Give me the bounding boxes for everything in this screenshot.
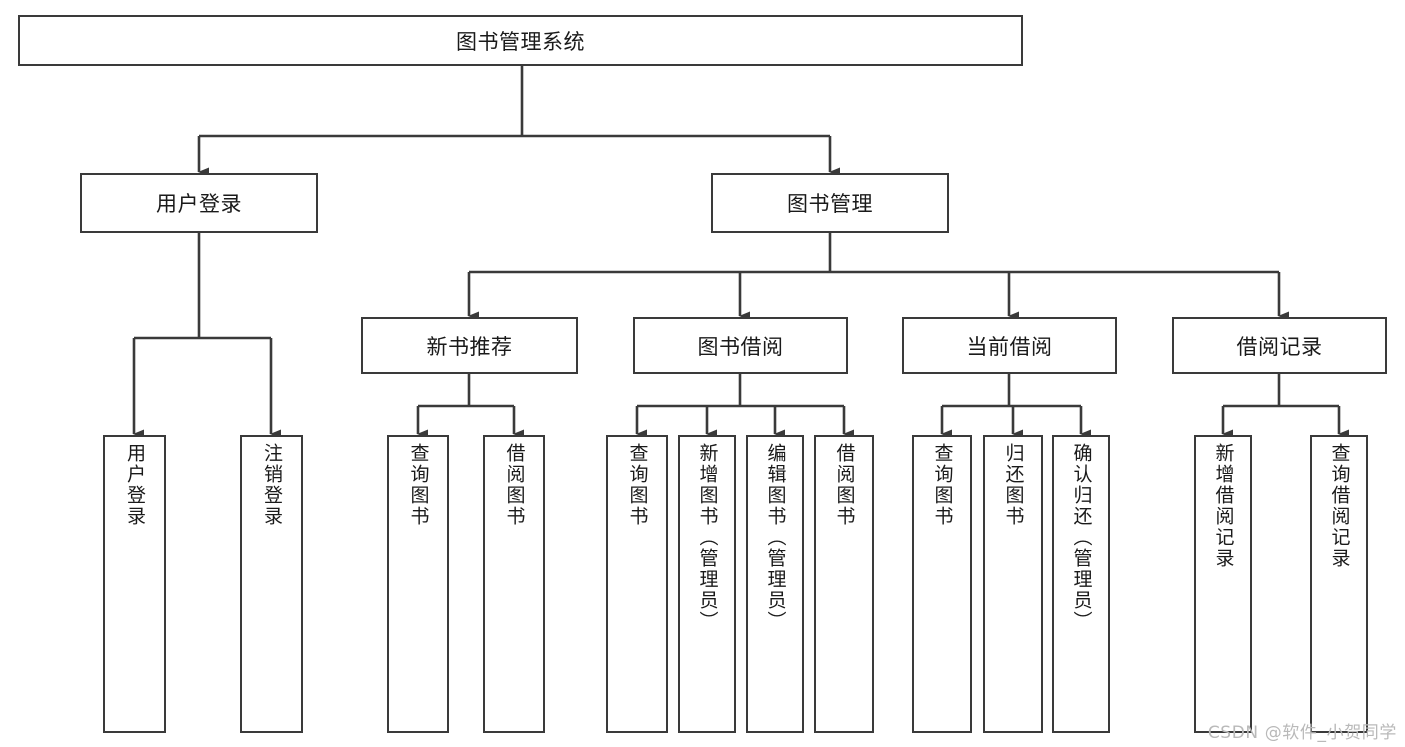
- node-level1-1[interactable]: 图书管理: [711, 173, 949, 233]
- node-level1-0[interactable]: 用户登录: [80, 173, 318, 233]
- node-leaf-0[interactable]: 用户登录: [103, 435, 166, 733]
- node-leaf-9[interactable]: 归还图书: [983, 435, 1043, 733]
- node-leaf-2[interactable]: 查询图书: [387, 435, 449, 733]
- node-leaf-12[interactable]: 查询借阅记录: [1310, 435, 1368, 733]
- node-label: 查询图书: [626, 443, 649, 527]
- node-label: 确认归还（管理员）: [1070, 443, 1093, 632]
- node-label: 借阅图书: [833, 443, 856, 527]
- node-label: 新增图书（管理员）: [696, 443, 719, 632]
- node-level2-1[interactable]: 图书借阅: [633, 317, 848, 374]
- node-leaf-4[interactable]: 查询图书: [606, 435, 668, 733]
- node-label: 用户登录: [124, 443, 146, 527]
- node-leaf-6[interactable]: 编辑图书（管理员）: [746, 435, 804, 733]
- node-leaf-3[interactable]: 借阅图书: [483, 435, 545, 733]
- node-label: 借阅图书: [503, 443, 526, 527]
- node-label: 注销登录: [261, 443, 283, 527]
- node-leaf-8[interactable]: 查询图书: [912, 435, 972, 733]
- node-label: 新增借阅记录: [1212, 443, 1235, 569]
- node-label: 查询图书: [407, 443, 430, 527]
- watermark-text: CSDN @软件_小贺同学: [1207, 723, 1397, 743]
- node-label: 新书推荐: [426, 334, 513, 359]
- node-label: 图书管理: [787, 192, 873, 216]
- node-label: 借阅记录: [1236, 334, 1323, 359]
- node-label: 当前借阅: [966, 334, 1053, 359]
- node-leaf-5[interactable]: 新增图书（管理员）: [678, 435, 736, 733]
- node-label: 查询借阅记录: [1328, 443, 1351, 569]
- node-level2-3[interactable]: 借阅记录: [1172, 317, 1387, 374]
- node-label: 图书管理系统: [456, 29, 585, 54]
- node-leaf-1[interactable]: 注销登录: [240, 435, 303, 733]
- node-label: 归还图书: [1002, 443, 1025, 527]
- node-leaf-10[interactable]: 确认归还（管理员）: [1052, 435, 1110, 733]
- node-root-0[interactable]: 图书管理系统: [18, 15, 1023, 66]
- node-leaf-11[interactable]: 新增借阅记录: [1194, 435, 1252, 733]
- node-label: 查询图书: [931, 443, 954, 527]
- node-level2-2[interactable]: 当前借阅: [902, 317, 1117, 374]
- node-level2-0[interactable]: 新书推荐: [361, 317, 578, 374]
- node-label: 图书借阅: [697, 334, 784, 359]
- node-label: 用户登录: [156, 192, 242, 216]
- node-leaf-7[interactable]: 借阅图书: [814, 435, 874, 733]
- node-label: 编辑图书（管理员）: [764, 443, 787, 632]
